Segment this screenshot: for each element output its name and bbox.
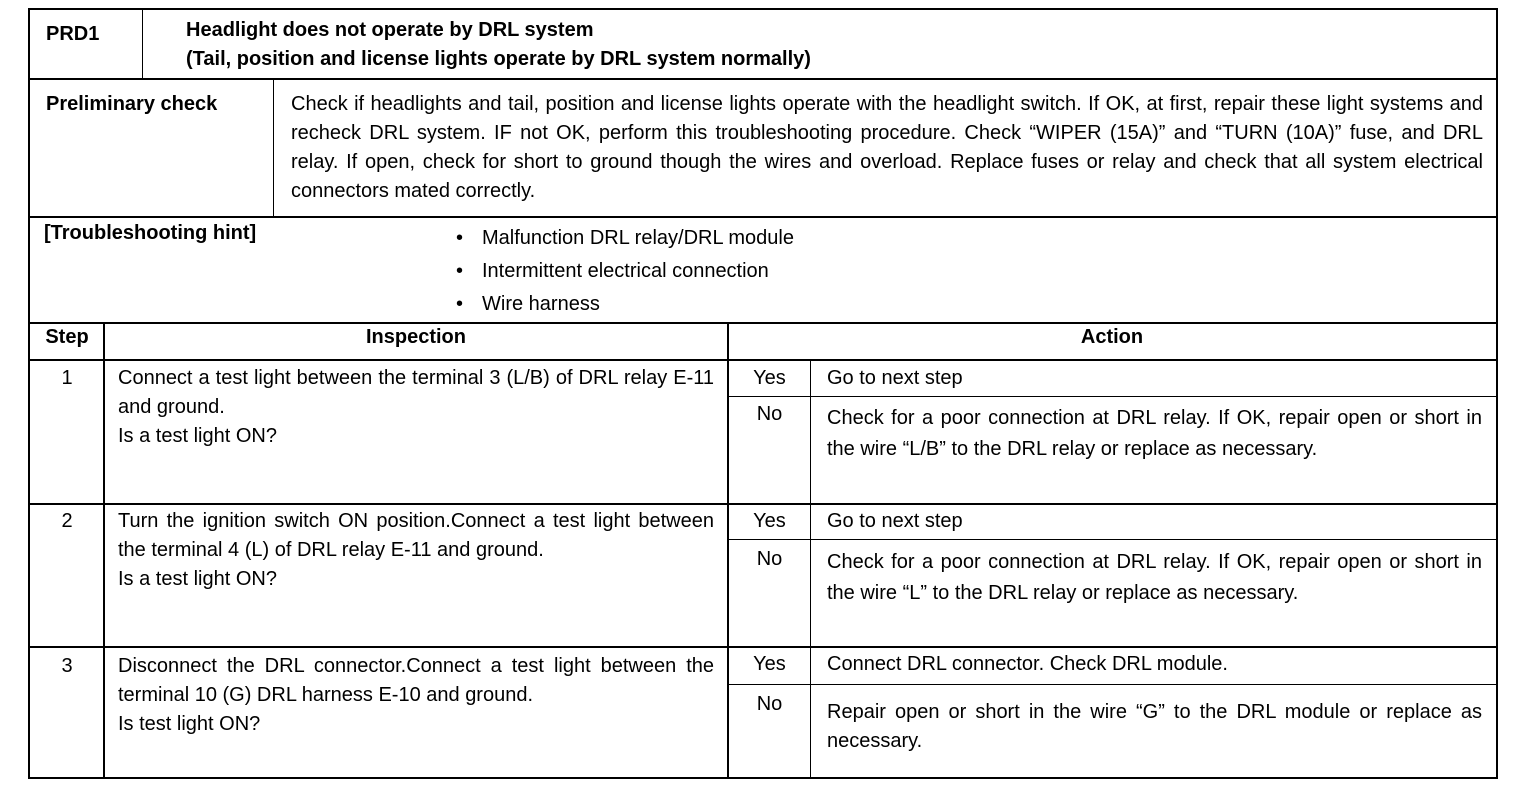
hint-item: •Intermittent electrical connection: [456, 260, 769, 282]
column-line: [810, 361, 811, 777]
procedure-title-line2: (Tail, position and license lights opera…: [186, 48, 811, 70]
inspection-text: Turn the ignition switch ON position.Con…: [118, 510, 714, 590]
divider-line: [729, 396, 1496, 397]
column-header-action: Action: [1080, 326, 1144, 348]
inspection-text: Connect a test light between the termina…: [118, 367, 714, 447]
divider-line: [30, 503, 1496, 505]
column-line: [103, 323, 105, 777]
no-action: Check for a poor connection at DRL relay…: [827, 407, 1482, 460]
divider-line: [729, 539, 1496, 540]
column-header-step: Step: [45, 326, 89, 348]
no-action: Repair open or short in the wire “G” to …: [827, 701, 1482, 752]
hint-item: •Wire harness: [456, 293, 600, 315]
yes-action: Go to next step: [827, 367, 963, 389]
preliminary-divider: [273, 80, 274, 216]
divider-line: [30, 322, 1496, 324]
no-label: No: [756, 693, 783, 715]
troubleshooting-hint-list: •Malfunction DRL relay/DRL module •Inter…: [456, 222, 794, 321]
divider-line: [729, 684, 1496, 685]
step-number: 2: [61, 510, 73, 532]
column-line: [727, 323, 729, 777]
yes-action: Go to next step: [827, 510, 963, 532]
divider-line: [30, 78, 1496, 80]
no-action: Check for a poor connection at DRL relay…: [827, 551, 1482, 604]
preliminary-check-label: Preliminary check: [46, 93, 218, 115]
divider-line: [30, 646, 1496, 648]
divider-line: [30, 359, 1496, 361]
no-label: No: [756, 548, 783, 570]
yes-label: Yes: [753, 367, 786, 389]
inspection-text: Disconnect the DRL connector.Connect a t…: [118, 655, 714, 735]
hint-item: •Malfunction DRL relay/DRL module: [456, 227, 794, 249]
procedure-code: PRD1: [46, 23, 100, 45]
yes-label: Yes: [753, 510, 786, 532]
yes-action: Connect DRL connector. Check DRL module.: [827, 653, 1228, 675]
divider-line: [30, 216, 1496, 218]
troubleshooting-hint-label: [Troubleshooting hint]: [44, 222, 257, 244]
no-label: No: [756, 403, 783, 425]
step-number: 3: [61, 655, 73, 677]
troubleshooting-document: PRD1 Headlight does not operate by DRL s…: [28, 8, 1498, 779]
step-number: 1: [61, 367, 73, 389]
preliminary-check-text: Check if headlights and tail, position a…: [291, 93, 1483, 202]
column-header-inspection: Inspection: [365, 326, 466, 348]
header-divider: [142, 10, 143, 78]
procedure-title-line1: Headlight does not operate by DRL system: [186, 19, 594, 41]
yes-label: Yes: [753, 653, 786, 675]
